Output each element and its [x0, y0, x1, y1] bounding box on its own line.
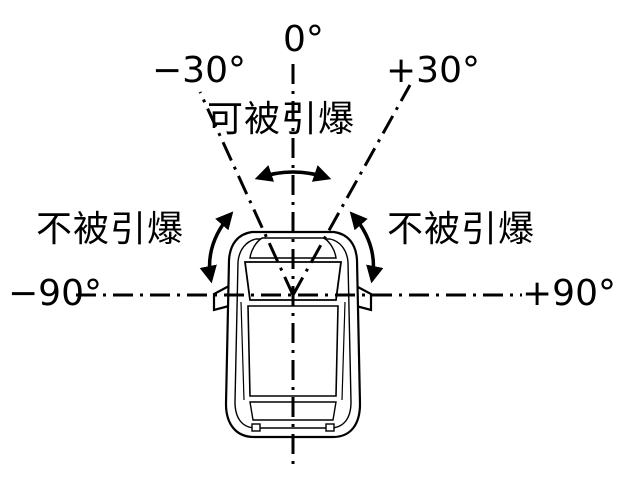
left-range-arrow	[199, 211, 234, 284]
angle-label-minus-30: −30°	[152, 50, 246, 91]
zone-label-right: 不被引爆	[387, 209, 536, 250]
angle-label-plus-30: +30°	[386, 50, 480, 91]
right-range-arrow	[349, 211, 384, 284]
angle-label-minus-90: −90°	[8, 273, 102, 314]
axis-minus30-line	[198, 91, 295, 296]
angle-label-0: 0°	[283, 19, 324, 60]
angle-label-plus-90: +90°	[522, 273, 616, 314]
reference-lines	[76, 64, 522, 470]
zone-label-left: 不被引爆	[36, 209, 185, 250]
front-range-arrow	[254, 165, 332, 182]
zone-label-front: 可被引爆	[207, 99, 356, 140]
axis-plus30-line	[291, 84, 412, 296]
range-arrows	[199, 165, 384, 284]
